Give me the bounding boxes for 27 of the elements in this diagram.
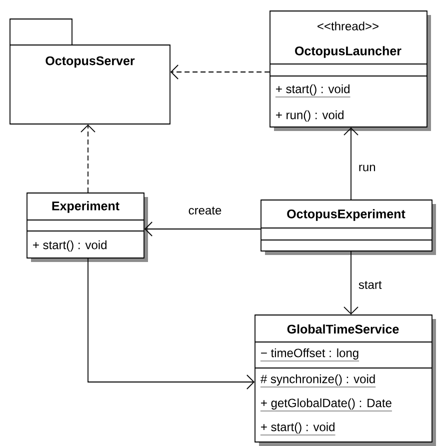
method-text: + start() : void — [275, 84, 350, 98]
class-box — [254, 314, 436, 446]
method-text: + start() : void — [260, 422, 336, 436]
class-box — [270, 10, 431, 131]
class-name: GlobalTimeService — [287, 324, 399, 334]
method-text: + getGlobalDate() : Date — [260, 398, 392, 412]
method-text: # synchronize() : void — [260, 374, 376, 388]
class-box — [26, 192, 148, 262]
arrow — [80, 124, 96, 193]
arrow — [144, 222, 261, 236]
class-name: OctopusLauncher — [295, 46, 402, 58]
package-box — [10, 18, 170, 124]
attribute-text: − timeOffset : long — [260, 348, 360, 362]
arrow — [170, 64, 270, 80]
arrow — [344, 127, 358, 200]
arrow — [344, 251, 358, 315]
method-text: + run() : void — [276, 110, 344, 122]
edge-label: create — [187, 206, 223, 216]
class-name: Experiment — [52, 201, 120, 213]
stereotype-label: <<thread>> — [318, 22, 378, 30]
method-text: + start() : void — [33, 240, 106, 252]
edge-label: start — [357, 280, 383, 290]
edge-label: run — [357, 164, 377, 172]
arrow — [88, 258, 255, 390]
class-name: OctopusExperiment — [287, 209, 406, 221]
class-box — [260, 200, 436, 255]
class-name: OctopusServer — [46, 56, 135, 68]
